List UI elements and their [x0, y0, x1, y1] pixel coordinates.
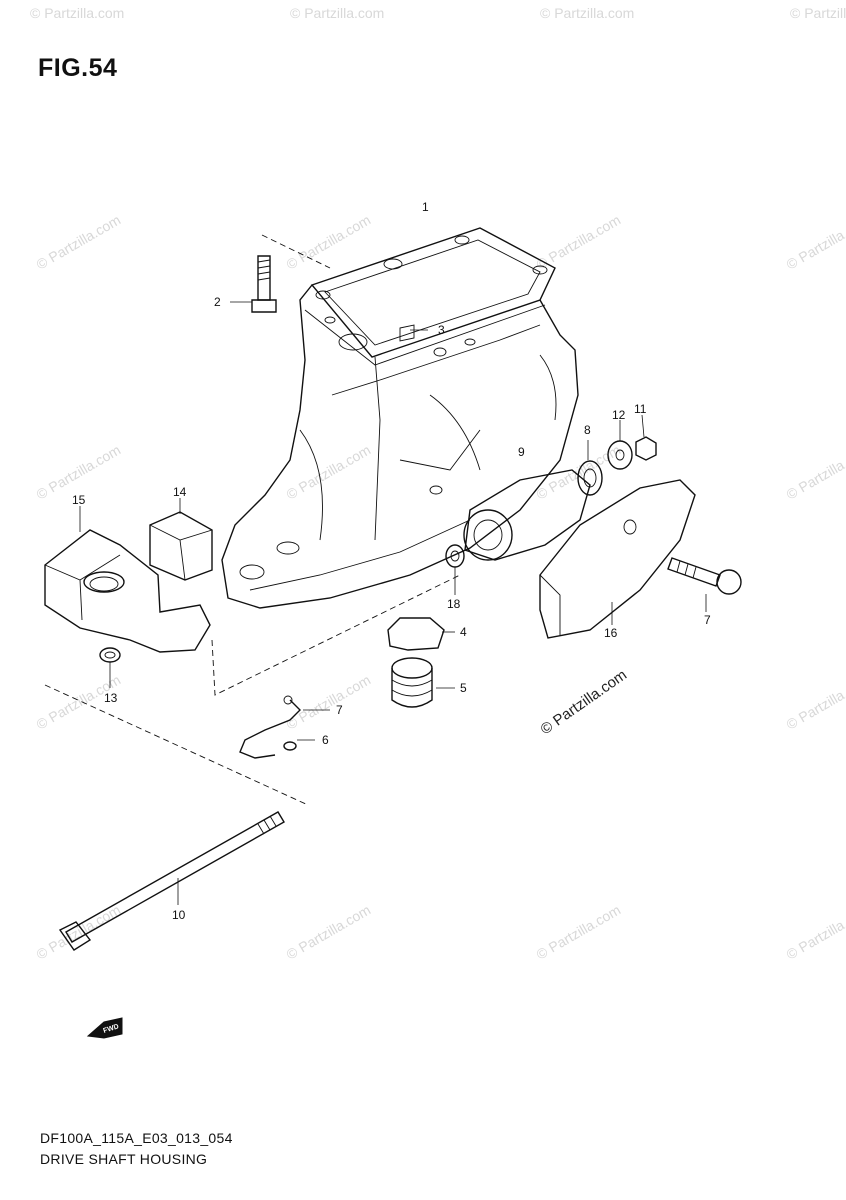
watermark-text: © Partzilla.com	[784, 672, 846, 733]
callout-9[interactable]: 9	[518, 445, 525, 459]
watermark-text: © Partzilla.com	[534, 902, 624, 963]
side-mount-rubber	[463, 469, 591, 561]
washer-18	[445, 544, 465, 568]
washer-8	[577, 460, 603, 496]
gasket-4	[387, 617, 445, 651]
callout-7-clip[interactable]: 7	[336, 703, 343, 717]
watermark-text: © Partzilla.com	[284, 902, 374, 963]
watermark-text: © Partzilla.com	[30, 5, 124, 21]
watermark-text: © Partzilla.com	[34, 212, 124, 273]
assembly-guide-lines	[44, 234, 461, 806]
callout-12[interactable]: 12	[612, 408, 626, 422]
watermark-text: © Partzilla.com	[284, 442, 374, 503]
mount-cover-16	[539, 479, 696, 639]
washer-13	[99, 647, 121, 663]
mount-bolt-17	[667, 557, 742, 595]
callout-4[interactable]: 4	[460, 625, 467, 639]
nut-11	[635, 436, 657, 461]
callout-13[interactable]: 13	[104, 691, 118, 705]
watermark-text: © Partzilla.com	[284, 212, 374, 273]
fwd-label: FWD	[102, 1023, 119, 1035]
callout-7-bolt[interactable]: 7	[704, 613, 711, 627]
figure-title: FIG.54	[38, 54, 118, 82]
callout-1[interactable]: 1	[422, 200, 429, 214]
rubber-mount-block	[149, 511, 213, 581]
callout-15[interactable]: 15	[72, 493, 86, 507]
callout-16[interactable]: 16	[604, 626, 618, 640]
model-code: DF100A_115A_E03_013_054	[40, 1130, 233, 1146]
callout-14[interactable]: 14	[173, 485, 187, 499]
fwd-arrow-icon: FWD	[86, 1017, 123, 1039]
callout-8[interactable]: 8	[584, 423, 591, 437]
watermark-prominent: © Partzilla.com	[538, 666, 631, 738]
watermark-text: © Partzilla.com	[34, 902, 124, 963]
callout-10[interactable]: 10	[172, 908, 186, 922]
leader-lines	[79, 301, 707, 905]
watermark-text: © Partzilla.com	[784, 442, 846, 503]
section-name: DRIVE SHAFT HOUSING	[40, 1151, 208, 1167]
wire-clip-7	[239, 695, 301, 759]
long-stud-10	[58, 811, 285, 951]
callout-3[interactable]: 3	[438, 323, 445, 337]
watermark-text: © Partzilla.com	[784, 212, 846, 273]
lower-mount-bracket	[44, 529, 211, 653]
watermark-text: © Partzilla.com	[290, 5, 384, 21]
screw-6	[283, 741, 297, 751]
callout-6[interactable]: 6	[322, 733, 329, 747]
callout-labels: 1 2 3 4 5 6 7 7 8 9 10 11 12 13 14 15 16…	[72, 200, 711, 922]
watermark-text: © Partzilla.com	[784, 902, 846, 963]
callout-18[interactable]: 18	[447, 597, 461, 611]
watermark-text: © Partzilla.com	[540, 5, 634, 21]
watermark-text: © Partzilla.com	[284, 672, 374, 733]
watermark-layer: © Partzilla.com © Partzilla.com © Partzi…	[30, 5, 846, 963]
callout-2[interactable]: 2	[214, 295, 221, 309]
callout-11[interactable]: 11	[634, 402, 647, 416]
grommet-5	[391, 657, 433, 708]
callout-5[interactable]: 5	[460, 681, 467, 695]
housing-bolt	[251, 255, 277, 313]
watermark-text: © Partzilla.com	[790, 5, 846, 21]
drive-shaft-housing	[221, 227, 579, 609]
